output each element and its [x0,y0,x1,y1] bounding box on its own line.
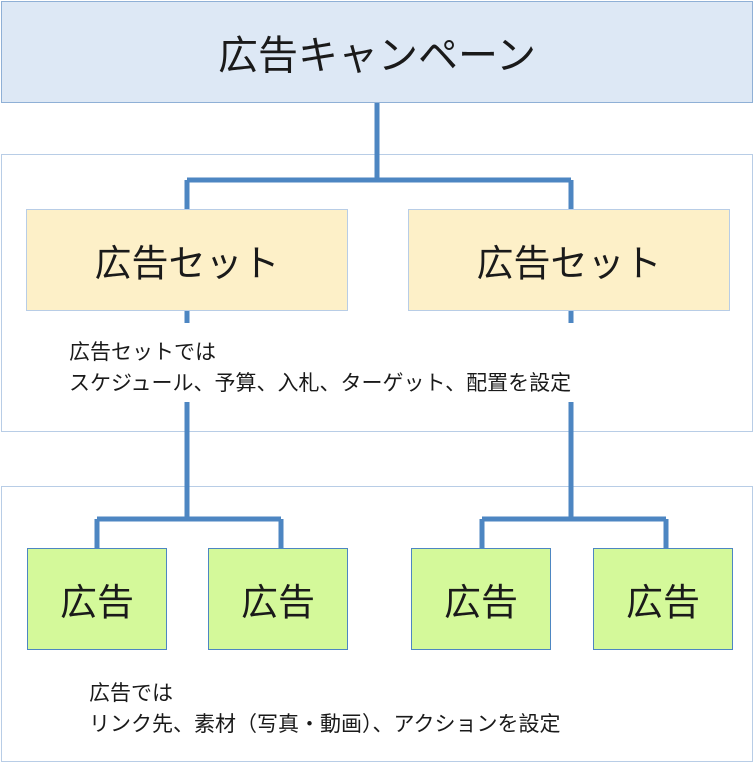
adset-node-1: 広告セット [26,209,348,311]
ad-label: 広告 [626,581,700,624]
adset-note: 広告セットでは スケジュール、予算、入札、ターゲット、配置を設定 [69,337,571,399]
adset-note-line2: スケジュール、予算、入札、ターゲット、配置を設定 [69,371,572,395]
adset-node-2: 広告セット [408,209,730,311]
ad-node-1: 広告 [27,548,167,650]
ad-note: 広告では リンク先、素材（写真・動画）、アクションを設定 [89,678,560,740]
ad-note-line2: リンク先、素材（写真・動画）、アクションを設定 [89,712,561,736]
campaign-label: 広告キャンペーン [218,33,536,79]
campaign-node: 広告キャンペーン [1,1,753,103]
ad-label: 広告 [444,581,518,624]
ad-node-2: 広告 [208,548,348,650]
ad-note-line1: 広告では [89,681,173,705]
ad-node-3: 広告 [411,548,551,650]
ad-node-4: 広告 [593,548,733,650]
ad-label: 広告 [60,581,134,624]
adset-label: 広告セット [476,242,662,285]
adset-label: 広告セット [94,242,280,285]
adset-note-line1: 広告セットでは [69,340,216,364]
ad-label: 広告 [241,581,315,624]
